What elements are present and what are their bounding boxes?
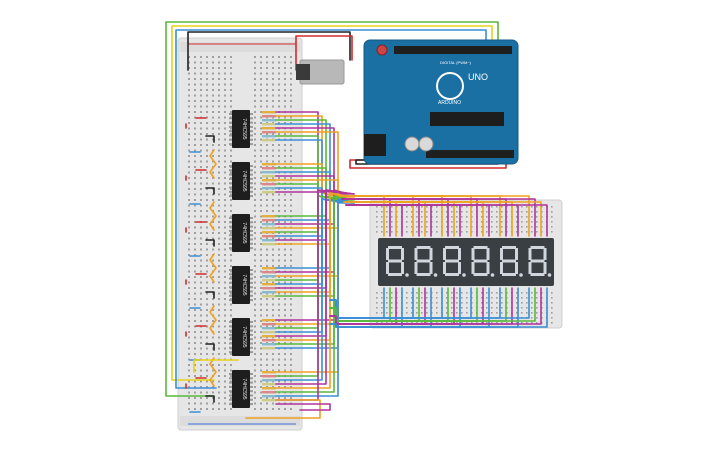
shift-register-chips: 74HC595 74HC595 74HC595 74HC595 74HC595 74HC5…: [229, 110, 253, 408]
wire[interactable]: [275, 403, 331, 411]
chip-label: 74HC595: [241, 326, 247, 347]
wire[interactable]: [275, 195, 351, 393]
wire[interactable]: [209, 253, 217, 283]
wire[interactable]: [341, 198, 536, 237]
wire[interactable]: [209, 305, 217, 335]
chip-label: 74HC595: [241, 274, 247, 295]
display-digit: [471, 246, 495, 277]
shift-register-chip[interactable]: 74HC595: [229, 266, 253, 304]
shift-register-chip[interactable]: 74HC595: [229, 162, 253, 200]
display-digit: [414, 246, 438, 277]
wire[interactable]: [205, 187, 215, 195]
wire[interactable]: [205, 239, 215, 247]
wire[interactable]: [205, 291, 215, 299]
wire[interactable]: [171, 25, 493, 381]
chip-label: 74HC595: [241, 170, 247, 191]
wire[interactable]: [209, 357, 217, 387]
arduino-logo-icon: [436, 72, 464, 100]
wire[interactable]: [275, 198, 353, 397]
wire[interactable]: [205, 343, 215, 351]
wire[interactable]: [345, 204, 548, 237]
seven-segment-display[interactable]: [378, 238, 554, 286]
analog-header[interactable]: [426, 150, 514, 158]
display-digit: [528, 246, 552, 277]
wire[interactable]: [245, 399, 321, 419]
arduino-model: UNO: [468, 72, 488, 82]
wire[interactable]: [209, 149, 217, 179]
chip-label: 74HC595: [241, 222, 247, 243]
wire[interactable]: [205, 135, 215, 143]
wire[interactable]: [275, 192, 349, 389]
digital-header-label: DIGITAL (PWM~): [440, 60, 472, 65]
wire-layer: [165, 21, 548, 419]
arduino-brand: ARDUINO: [438, 100, 461, 106]
wire[interactable]: [209, 201, 217, 231]
wire[interactable]: [295, 35, 353, 71]
display-digit: [500, 246, 523, 277]
wire[interactable]: [175, 29, 487, 389]
shift-register-chip[interactable]: 74HC595: [229, 370, 253, 408]
digital-header[interactable]: [394, 46, 512, 54]
shift-register-chip[interactable]: 74HC595: [229, 214, 253, 252]
chip-label: 74HC595: [241, 118, 247, 139]
wire[interactable]: [165, 21, 499, 397]
display-digit: [443, 246, 466, 277]
chip-label: 74HC595: [241, 378, 247, 399]
shift-register-chip[interactable]: 74HC595: [229, 318, 253, 356]
wire[interactable]: [329, 287, 548, 328]
shift-register-chip[interactable]: 74HC595: [229, 110, 253, 148]
wire[interactable]: [275, 198, 345, 381]
arduino-uno-board[interactable]: UNO ARDUINO DIGITAL (PWM~): [296, 39, 519, 165]
display-digit: [386, 246, 409, 277]
wire[interactable]: [339, 195, 530, 237]
wire[interactable]: [193, 359, 239, 373]
wire[interactable]: [205, 395, 215, 403]
wire[interactable]: [187, 31, 351, 71]
wire[interactable]: [275, 163, 341, 198]
wire[interactable]: [343, 201, 542, 237]
